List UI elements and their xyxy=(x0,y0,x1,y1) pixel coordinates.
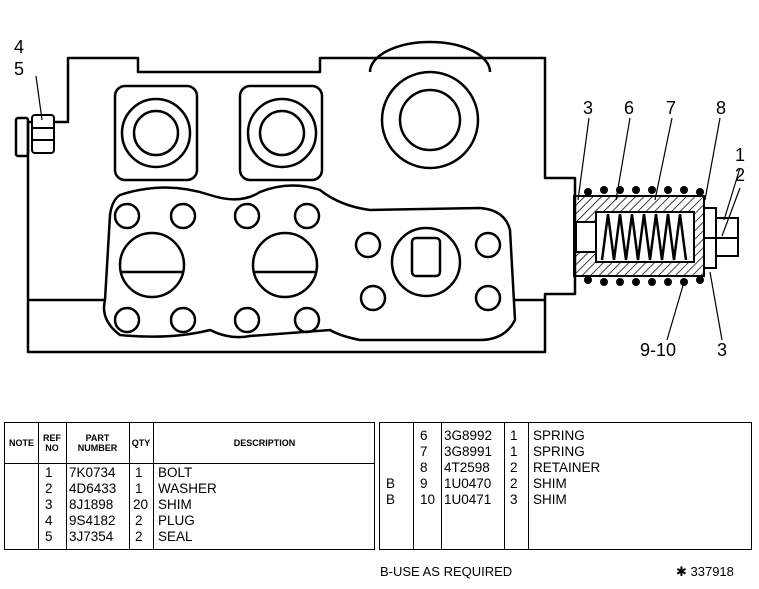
illustration-id: ✱ 337918 xyxy=(676,564,734,579)
header-part-line1: PART xyxy=(85,433,110,443)
port-middle-frame xyxy=(238,84,324,182)
note-cell: B xyxy=(386,492,396,507)
spring-assembly xyxy=(573,195,739,277)
qty-cell: 3 xyxy=(510,492,518,507)
callout-6: 6 xyxy=(624,98,635,118)
ref-cell: 1 xyxy=(45,465,53,480)
part-cell: 3G8992 xyxy=(444,428,493,443)
column-divider xyxy=(504,423,505,549)
valve-body-outline xyxy=(26,56,577,354)
column-divider xyxy=(66,423,67,549)
ref-cell: 7 xyxy=(420,444,428,459)
column-divider xyxy=(129,423,130,549)
part-cell: 4D6433 xyxy=(69,481,117,496)
desc-cell: RETAINER xyxy=(533,460,601,475)
header-ref-line1: REF xyxy=(43,433,61,443)
header-qty: QTY xyxy=(131,438,151,448)
qty-cell: 2 xyxy=(510,460,518,475)
qty-cell: 2 xyxy=(510,476,518,491)
callout-8: 8 xyxy=(716,98,727,118)
desc-cell: SPRING xyxy=(533,444,585,459)
port-left-frame xyxy=(113,84,199,182)
leader-lines xyxy=(35,75,741,341)
column-divider xyxy=(528,423,529,549)
parts-table-left: NOTE REF NO PART NUMBER QTY DESCRIPTION … xyxy=(4,422,375,550)
ref-cell: 4 xyxy=(45,513,53,528)
header-part-number: PART NUMBER xyxy=(66,423,129,463)
part-cell: 4T2598 xyxy=(444,460,490,475)
flange-port-left xyxy=(118,231,186,299)
part-cell: 1U0470 xyxy=(444,476,492,491)
header-part-line2: NUMBER xyxy=(77,443,118,453)
callout-3-top: 3 xyxy=(583,98,594,118)
qty-cell: 1 xyxy=(135,465,143,480)
desc-cell: BOLT xyxy=(158,465,193,480)
desc-cell: SHIM xyxy=(533,492,567,507)
qty-cell: 20 xyxy=(133,497,149,512)
callout-2: 2 xyxy=(735,165,746,185)
column-divider xyxy=(441,423,442,549)
ref-cell: 6 xyxy=(420,428,428,443)
column-divider xyxy=(153,423,154,549)
part-cell: 7K0734 xyxy=(69,465,116,480)
column-divider xyxy=(38,423,39,549)
parts-table-right: 6 3G8992 1 SPRING 7 3G8991 1 SPRING 8 4T… xyxy=(379,422,752,550)
callout-9-10: 9-10 xyxy=(640,340,677,360)
ref-cell: 10 xyxy=(420,492,436,507)
desc-cell: SHIM xyxy=(533,476,567,491)
footnote-use-as-required: B-USE AS REQUIRED xyxy=(380,564,513,579)
note-cell: B xyxy=(386,476,396,491)
port-right xyxy=(380,70,480,170)
mounting-flange xyxy=(102,184,517,342)
plug-stub xyxy=(14,116,30,158)
callout-5: 5 xyxy=(14,59,25,79)
qty-cell: 1 xyxy=(510,428,518,443)
ref-cell: 5 xyxy=(45,529,53,544)
callout-4: 4 xyxy=(14,37,25,57)
header-note: NOTE xyxy=(8,438,34,448)
flange-port-middle xyxy=(251,231,319,299)
ref-cell: 8 xyxy=(420,460,428,475)
desc-cell: SPRING xyxy=(533,428,585,443)
desc-cell: WASHER xyxy=(158,481,217,496)
inner-spring xyxy=(600,213,688,261)
outer-spring-coils xyxy=(584,186,704,286)
part-cell: 8J1898 xyxy=(69,497,114,512)
callout-1: 1 xyxy=(735,145,746,165)
valve-body-diagram xyxy=(14,40,741,354)
ref-cell: 2 xyxy=(45,481,53,496)
desc-cell: SEAL xyxy=(158,529,193,544)
ref-cell: 3 xyxy=(45,497,53,512)
qty-cell: 1 xyxy=(135,481,143,496)
desc-cell: SHIM xyxy=(158,497,192,512)
ref-cell: 9 xyxy=(420,476,428,491)
callout-7: 7 xyxy=(666,98,677,118)
part-cell: 9S4182 xyxy=(69,513,116,528)
part-cell: 3J7354 xyxy=(69,529,114,544)
column-divider xyxy=(413,423,414,549)
top-boss xyxy=(368,40,492,73)
bolt-and-washer xyxy=(31,114,55,154)
header-ref-no: REF NO xyxy=(38,423,66,463)
callout-3-bottom: 3 xyxy=(717,340,728,360)
qty-cell: 1 xyxy=(510,444,518,459)
qty-cell: 2 xyxy=(135,513,143,528)
header-description: DESCRIPTION xyxy=(233,438,296,448)
part-cell: 3G8991 xyxy=(444,444,493,459)
qty-cell: 2 xyxy=(135,529,143,544)
desc-cell: PLUG xyxy=(158,513,195,528)
part-cell: 1U0471 xyxy=(444,492,492,507)
header-ref-line2: NO xyxy=(45,443,59,453)
table-header xyxy=(5,423,374,464)
flange-port-right xyxy=(390,226,462,298)
